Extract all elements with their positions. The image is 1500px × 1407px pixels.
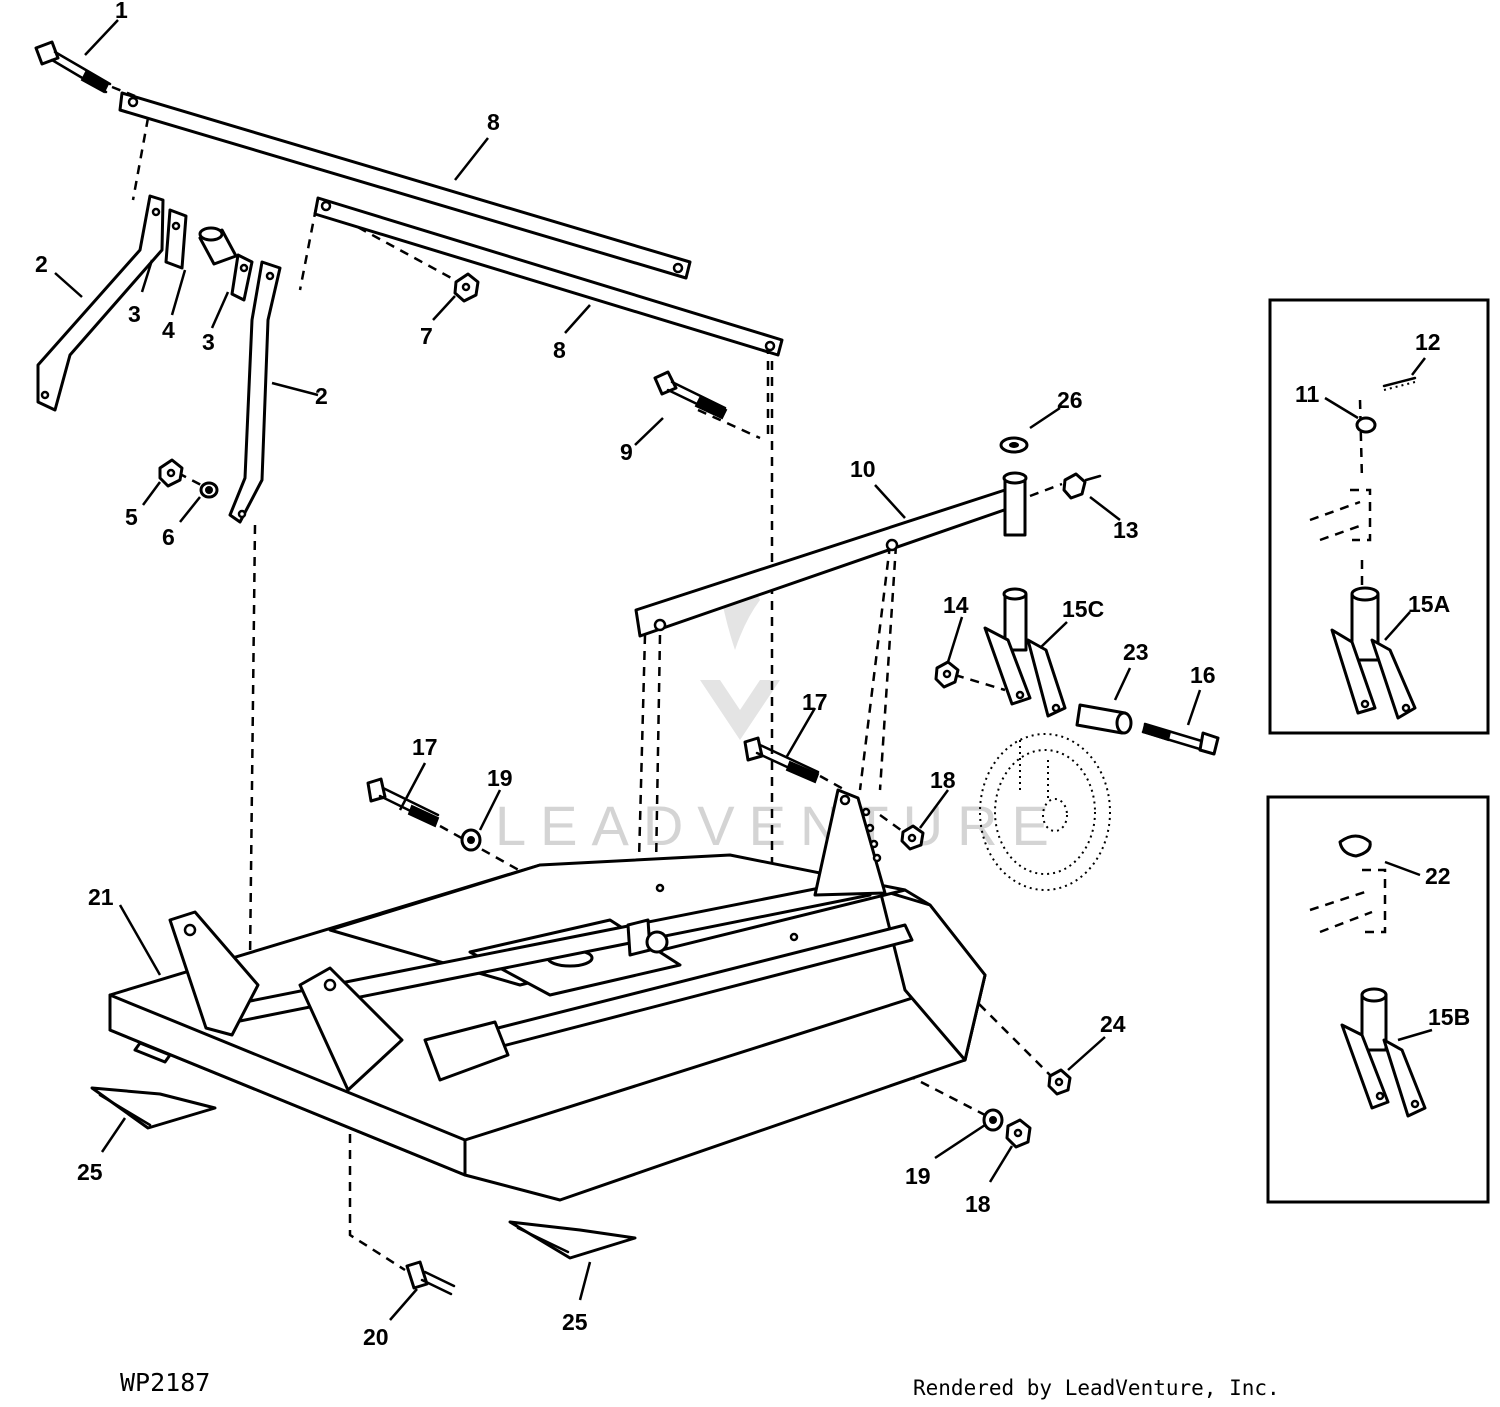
callout-15b: 15B [1428,1004,1470,1030]
callout-1: 1 [115,0,128,23]
callout-24: 24 [1100,1011,1126,1037]
drawing-number: WP2187 [120,1368,211,1397]
part-3-plate-left [164,208,188,270]
part-4-spacer [198,226,238,266]
inset-15b [1266,795,1490,1204]
callout-13: 13 [1113,517,1139,543]
part-5-nut [158,458,184,488]
part-2-right-arm [228,260,282,524]
callout-25-right: 25 [562,1309,588,1335]
callout-20: 20 [363,1324,389,1350]
part-7-nut [453,272,480,303]
part-19-washer-upper [460,828,482,852]
part-14-nut [934,660,960,689]
callout-14: 14 [943,592,969,618]
part-10-axle-bar [634,471,1028,638]
callout-11: 11 [1295,381,1320,407]
callout-2-right: 2 [315,383,328,409]
callout-17-left: 17 [412,734,438,760]
render-credit: Rendered by LeadVenture, Inc. [913,1376,1280,1400]
callout-18-lower: 18 [965,1191,991,1217]
part-26-washer [999,436,1029,454]
callout-19-lower: 19 [905,1163,931,1189]
callout-23: 23 [1123,639,1149,665]
part-25-skid-right [508,1220,637,1260]
callout-7: 7 [420,323,433,349]
part-15c-caster-yoke [983,587,1067,718]
part-3-plate-right [230,253,254,302]
callout-9: 9 [620,439,633,465]
callout-3-left: 3 [128,301,141,327]
callout-16: 16 [1190,662,1216,688]
part-8-upper-bar [118,91,692,280]
watermark: LEADVENTURE [495,577,1063,857]
callout-25-left: 25 [77,1159,103,1185]
part-21-mower-deck [108,788,987,1202]
part-1-bolt [34,40,112,94]
callout-12: 12 [1415,329,1441,355]
part-8-lower-bar [313,196,784,357]
part-17-bolt-left [366,777,440,828]
part-2-left-arm [36,194,165,412]
callout-18-upper: 18 [930,767,956,793]
callout-22: 22 [1425,863,1451,889]
callout-10: 10 [850,456,876,482]
caster-wheel-outline [979,733,1111,891]
part-23-spacer [1075,703,1133,735]
callout-21: 21 [88,884,114,910]
callout-2-left: 2 [35,251,48,277]
part-19-washer-lower [982,1108,1004,1132]
callout-19-upper: 19 [487,765,513,791]
callout-3-right: 3 [202,329,215,355]
callout-6: 6 [162,524,175,550]
part-24-nut [1047,1068,1072,1096]
part-6-washer [199,481,219,499]
callout-26: 26 [1057,387,1083,413]
leader-lines [54,19,1433,1321]
part-16-bolt [1141,722,1220,756]
callout-8-upper: 8 [487,109,500,135]
part-18-nut-lower [1005,1118,1032,1149]
callout-5: 5 [125,504,138,530]
callout-4: 4 [162,317,175,343]
part-17-bolt-right [743,736,820,784]
part-25-skid-left [90,1086,217,1130]
callout-15c: 15C [1062,596,1104,622]
part-9-bolt [653,370,728,420]
part-18-nut-upper [900,824,925,851]
part-20-bolt [405,1260,456,1296]
callout-17-right: 17 [802,689,828,715]
callout-labels: 1 2 2 3 3 4 5 6 7 8 8 9 10 11 12 13 14 1… [35,0,1470,1350]
inset-15a [1268,298,1490,735]
callout-8-lower: 8 [553,337,566,363]
part-13-nut [1062,472,1102,500]
callout-15a: 15A [1408,591,1450,617]
watermark-text: LEADVENTURE [495,794,1063,857]
